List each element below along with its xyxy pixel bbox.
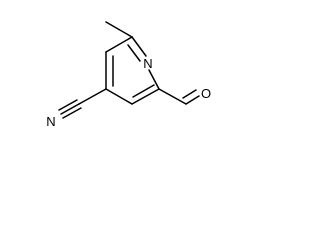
bond-cn-triple-1: [60, 103, 80, 115]
bond-c4-cn: [78, 88, 107, 105]
bond-c6-n1: [131, 36, 147, 57]
bond-cho-o: [185, 95, 200, 105]
bond-c3-c2-inner: [132, 84, 155, 98]
bond-c6-methyl: [105, 21, 133, 38]
bond-c4-c3: [105, 88, 133, 105]
bonds-group: [58, 21, 200, 119]
structure-canvas: N O N: [0, 0, 222, 152]
bond-c6-c5: [105, 36, 133, 53]
nitrile-nitrogen-label: N: [46, 114, 55, 129]
aldehyde-oxygen-label: O: [201, 86, 211, 101]
molecule-structure: N O N: [46, 21, 211, 129]
bond-cn-triple-3: [62, 107, 82, 119]
bond-cn-triple-2: [58, 99, 78, 111]
bond-c2-cho: [158, 88, 187, 105]
ring-nitrogen-label: N: [143, 56, 152, 71]
bond-c3-c2: [131, 88, 160, 105]
bond-c6-n1-inner: [127, 44, 141, 62]
bond-cho-o-double: [182, 89, 197, 99]
bond-n1-c2: [148, 69, 160, 90]
